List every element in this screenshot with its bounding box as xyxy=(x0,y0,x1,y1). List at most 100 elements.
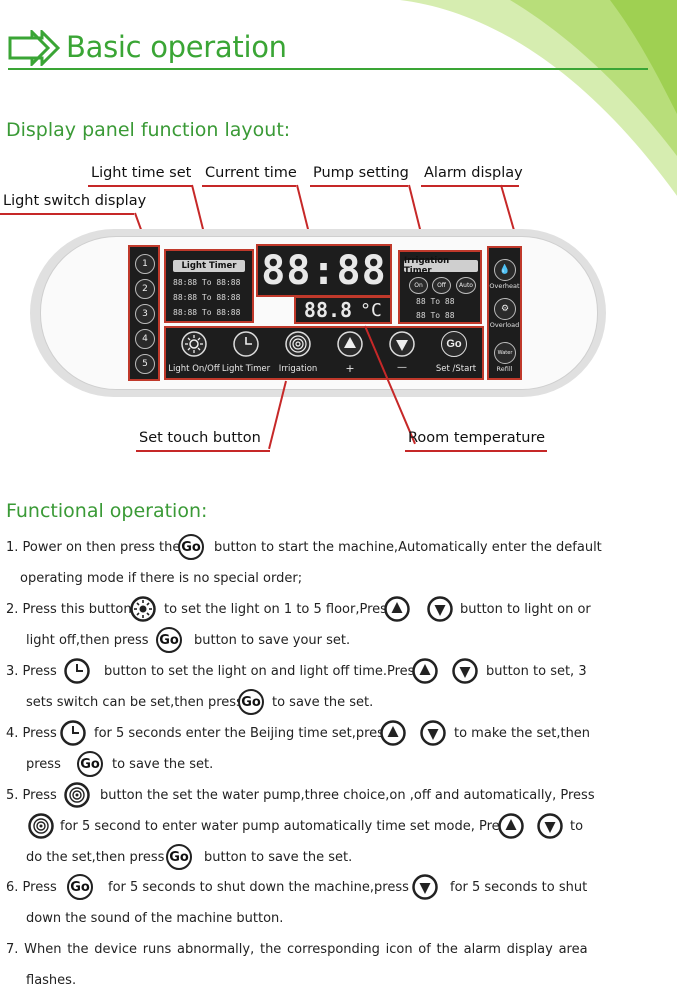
step-7-text-b: flashes. xyxy=(26,973,77,988)
pump-on-indicator: On xyxy=(409,277,428,294)
callout-set-touch-button: Set touch button xyxy=(139,430,261,446)
layout-section-title: Display panel function layout: xyxy=(6,119,291,141)
up-arrow-icon xyxy=(384,596,410,622)
pump-auto-indicator: Auto xyxy=(456,277,476,294)
overheat-icon: 💧 xyxy=(494,259,516,281)
step-1-text-c: operating mode if there is no special or… xyxy=(20,571,303,586)
leaf-decoration xyxy=(400,0,677,196)
light-timer-tag: Light Timer xyxy=(173,260,245,272)
step-5-text-d: to xyxy=(570,819,584,834)
up-arrow-icon xyxy=(380,720,406,746)
go-icon: Go xyxy=(156,627,182,653)
current-time-display xyxy=(256,244,392,297)
go-icon[interactable]: Go xyxy=(441,331,467,357)
irrigation-timer-tag: Irrigation Timer xyxy=(404,256,478,276)
callout-alarm-display: Alarm display xyxy=(424,165,523,181)
floor-indicator-3: 3 xyxy=(135,304,155,324)
page-title: Basic operation xyxy=(66,30,287,64)
header-underline xyxy=(8,68,648,70)
step-2-text-e: button to save your set. xyxy=(194,633,351,648)
callout-room-temperature: Room temperature xyxy=(408,430,546,446)
refill-icon: Water xyxy=(494,342,516,364)
down-arrow-icon xyxy=(412,874,438,900)
overheat-label: Overheat xyxy=(489,282,520,290)
step-4-text-c: to make the set,then xyxy=(454,726,591,741)
step-4-text-b: for 5 seconds enter the Beijing time set… xyxy=(94,726,391,741)
go-icon: Go xyxy=(67,874,93,900)
step-2-text-a: 2. Press this button xyxy=(6,602,132,617)
down-arrow-icon xyxy=(427,596,453,622)
clock-digits: 88:88 xyxy=(261,247,387,294)
room-temperature-display xyxy=(294,296,392,324)
temperature-unit: °C xyxy=(360,299,382,321)
step-2-text-b: to set the light on 1 to 5 floor,Press xyxy=(164,602,394,617)
overload-label: Overload xyxy=(489,321,520,329)
go-icon: Go xyxy=(166,844,192,870)
pump-off-indicator: Off xyxy=(432,277,451,294)
set-start-label: Set /Start xyxy=(435,364,477,374)
step-6-text-c: for 5 seconds to shut xyxy=(450,880,588,895)
minus-label: — xyxy=(397,362,407,373)
up-arrow-icon xyxy=(412,658,438,684)
step-6-text-d: down the sound of the machine button. xyxy=(26,911,284,926)
spiral-icon xyxy=(64,782,90,808)
step-4-text-a: 4. Press xyxy=(6,726,57,741)
step-6-text-b: for 5 seconds to shut down the machine,p… xyxy=(108,880,409,895)
step-5-text-b: button the set the water pump,three choi… xyxy=(100,788,595,803)
light-onoff-label: Light On/Off xyxy=(168,364,220,374)
down-arrow-icon[interactable] xyxy=(389,331,415,357)
down-arrow-icon xyxy=(420,720,446,746)
step-6-text-a: 6. Press xyxy=(6,880,57,895)
step-5-text-f: button to save the set. xyxy=(204,850,353,865)
callout-pump-setting: Pump setting xyxy=(313,165,409,181)
floor-indicator-5: 5 xyxy=(135,354,155,374)
go-icon: Go xyxy=(238,689,264,715)
irrigation-row-1: 88 To 88 xyxy=(416,297,455,306)
light-timer-row-3: 88:88 To 88:88 xyxy=(173,308,241,317)
overload-icon: ⚙ xyxy=(494,298,516,320)
temperature-digits: 88.8 xyxy=(303,298,353,322)
clock-icon xyxy=(60,720,86,746)
step-4-text-d: press xyxy=(26,757,61,772)
up-arrow-icon[interactable] xyxy=(337,331,363,357)
floor-indicator-4: 4 xyxy=(135,329,155,349)
step-3-text-a: 3. Press xyxy=(6,664,57,679)
clock-icon xyxy=(64,658,90,684)
go-icon: Go xyxy=(178,534,204,560)
down-arrow-icon xyxy=(452,658,478,684)
step-2-text-c: button to light on or xyxy=(460,602,591,617)
step-3-text-b: button to set the light on and light off… xyxy=(104,664,422,679)
sun-icon[interactable] xyxy=(181,331,207,357)
step-5-text-a: 5. Press xyxy=(6,788,57,803)
go-icon-text: Go xyxy=(446,338,462,350)
floor-indicator-1: 1 xyxy=(135,254,155,274)
step-1-text-b: button to start the machine,Automaticall… xyxy=(214,540,602,555)
step-7-text-a: 7. When the device runs abnormally, the … xyxy=(6,942,588,957)
plus-label: + xyxy=(345,362,355,375)
step-4-text-e: to save the set. xyxy=(112,757,214,772)
down-arrow-icon xyxy=(537,813,563,839)
light-timer-label: Light Timer xyxy=(221,364,271,374)
functional-section-title: Functional operation: xyxy=(6,500,208,522)
callout-light-time-set: Light time set xyxy=(91,165,192,181)
spiral-icon xyxy=(28,813,54,839)
up-arrow-icon xyxy=(498,813,524,839)
light-timer-row-2: 88:88 To 88:88 xyxy=(173,293,241,302)
sun-icon xyxy=(130,596,156,622)
clock-icon[interactable] xyxy=(233,331,259,357)
irrigation-row-2: 88 To 88 xyxy=(416,311,455,320)
double-arrow-icon xyxy=(8,30,60,66)
step-3-text-c: button to set, 3 xyxy=(486,664,587,679)
step-5-text-c: for 5 second to enter water pump automat… xyxy=(60,819,514,834)
refill-label: Refill xyxy=(496,365,513,373)
callout-light-switch-display: Light switch display xyxy=(3,193,147,209)
spiral-icon[interactable] xyxy=(285,331,311,357)
go-icon: Go xyxy=(77,751,103,777)
floor-indicator-2: 2 xyxy=(135,279,155,299)
irrigation-label: Irrigation xyxy=(278,364,318,374)
step-3-text-d: sets switch can be set,then press xyxy=(26,695,243,710)
step-2-text-d: light off,then press xyxy=(26,633,149,648)
callout-current-time: Current time xyxy=(205,165,297,181)
set-touch-button-bar xyxy=(164,326,484,380)
light-timer-row-1: 88:88 To 88:88 xyxy=(173,278,241,287)
